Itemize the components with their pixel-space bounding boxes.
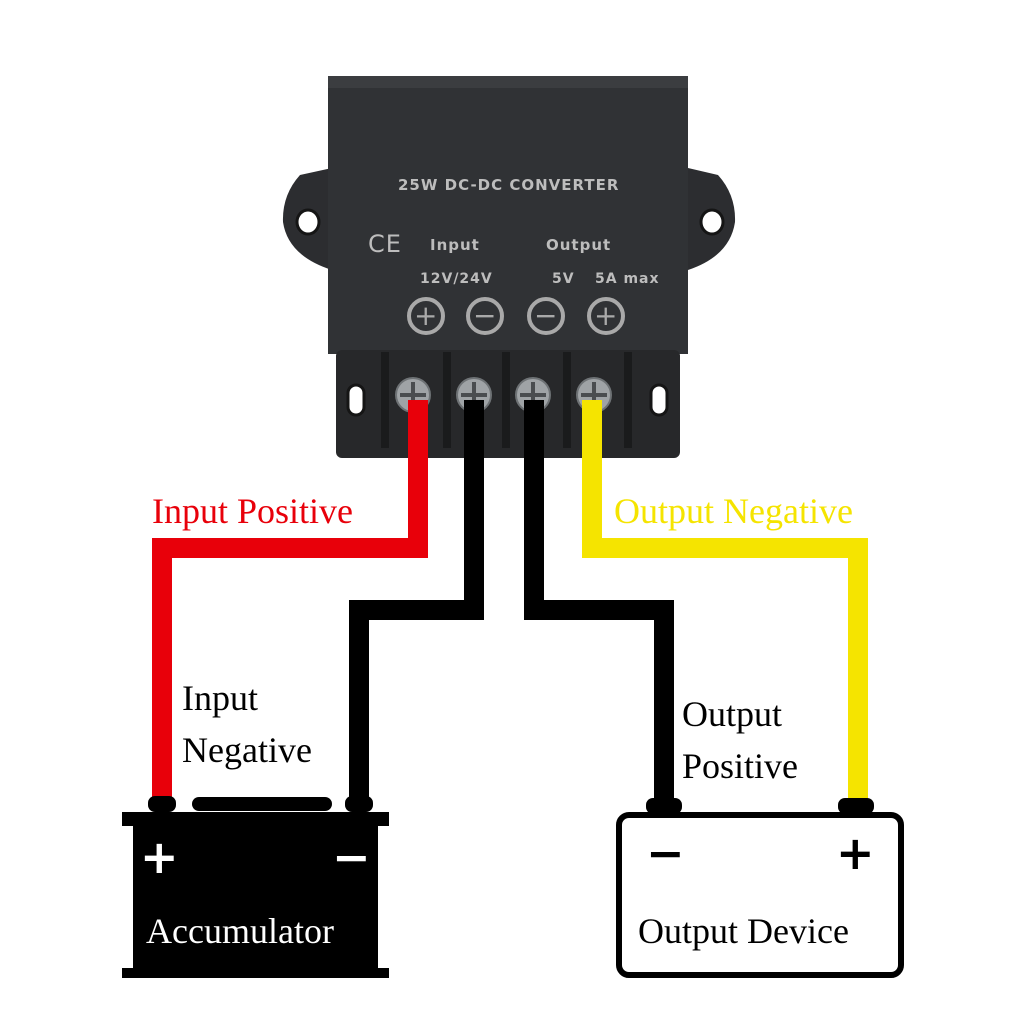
separator [381,352,389,448]
output-device-box [616,798,904,978]
terminal-symbol-2: − [473,299,498,332]
terminal-symbol-3: − [534,299,559,332]
ce-mark: CE [368,230,402,258]
output-device-label: Output Device [638,911,849,951]
accumulator-negative-post [345,796,373,812]
terminal-symbol-4: + [594,299,619,332]
right-mounting-hole [699,208,725,236]
converter-title: 25W DC-DC CONVERTER [398,176,620,194]
left-slot [346,383,366,417]
terminal-symbol-circle [587,297,625,335]
input-negative-wire [349,400,484,800]
terminal-symbol-1: + [414,299,439,332]
accumulator-minus-symbol: − [332,830,371,884]
accumulator-plus-symbol: + [140,830,179,884]
output-heading: Output [546,236,612,254]
output-positive-label-line2: Positive [682,746,799,786]
output-positive-label-line1: Output [682,694,783,734]
right-slot [649,383,669,417]
input-positive-wire [152,400,428,800]
separator [563,352,571,448]
output-device-minus-symbol: − [646,826,685,880]
accumulator-battery [122,796,389,978]
separator [502,352,510,448]
accumulator-base [122,968,389,978]
output-device-negative-post [646,798,682,814]
output-voltage: 5V [552,271,575,287]
input-positive-label: Input Positive [152,491,354,531]
accumulator-label: Accumulator [146,911,334,951]
terminal-symbol-circle [407,297,445,335]
output-device-positive-post [838,798,874,814]
output-device-plus-symbol: + [836,826,875,880]
output-positive-wire [524,400,674,800]
accumulator-top-bar [192,797,332,811]
input-heading: Input [430,236,480,254]
accumulator-lid [122,812,389,826]
separator [443,352,451,448]
converter-module [282,76,736,458]
output-negative-label: Output Negative [614,491,853,531]
output-current: 5A max [595,271,660,287]
input-negative-label-line1: Input [182,678,258,718]
input-voltage: 12V/24V [420,271,493,287]
converter-top-body [328,76,688,354]
accumulator-positive-post [148,796,176,812]
separator [624,352,632,448]
accumulator-body [133,826,378,968]
input-negative-label-line2: Negative [182,730,312,770]
left-mounting-hole [295,208,321,236]
output-negative-wire [582,400,868,800]
terminal-symbol-circle [527,297,565,335]
terminal-symbol-circle [466,297,504,335]
output-device-frame [616,812,904,978]
converter-top-shade [328,76,688,88]
